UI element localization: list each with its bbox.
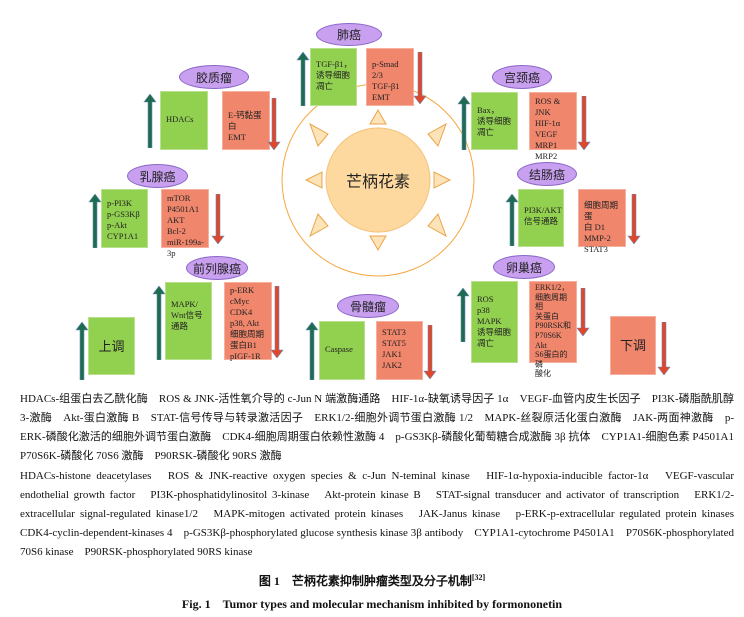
legend-downregulated: 下调 xyxy=(610,316,656,375)
breast-downregulated-box: mTOR P4501A1 AKT Bcl-2 miR-199a-3p xyxy=(161,189,209,258)
lung-downregulated-box: p-Smad 2/3 TGF-β1 EMT xyxy=(366,48,414,106)
colon-cancer-label: 结肠癌 xyxy=(517,162,577,186)
prostate-downregulated-box: p-ERK cMyc CDK4 p38, Akt 细胞周期 蛋白B1 pIGF-… xyxy=(224,282,272,361)
ovarian-upregulated-box: ROS p38 MAPK 诱导细胞 凋亡 xyxy=(471,281,518,363)
upregulation-arrow-icon xyxy=(88,194,102,248)
upregulation-arrow-icon xyxy=(296,52,310,106)
figure-title-en: Fig. 1 Tumor types and molecular mechani… xyxy=(181,597,563,611)
center-compound-label: 芒柄花素 xyxy=(345,172,410,191)
glioma-downregulated-box: E-钙黏蛋白 EMT xyxy=(222,91,270,150)
figure-reference: [32] xyxy=(471,573,486,582)
downregulation-arrow-icon xyxy=(577,96,591,150)
ovarian-downregulated-box: ERK1/2， 细胞周期相 关蛋白 P90RSK和 P70S6K Akt S6蛋… xyxy=(529,281,577,378)
figure-title-cn-text: 图 1 芒柄花素抑制肿瘤类型及分子机制 xyxy=(258,574,472,588)
colon-upregulated-box: PI3K/AKT 信号通路 xyxy=(518,189,564,247)
colon-downregulated-box: 细胞周期蛋 白 D1 MMP-2 STAT3 xyxy=(578,189,626,254)
upregulation-arrow-icon xyxy=(75,322,89,380)
ovarian-cancer-label: 卵巢癌 xyxy=(493,255,555,279)
downregulation-arrow-icon xyxy=(270,286,284,358)
upregulation-arrow-icon xyxy=(152,286,166,360)
caption-abbreviations-en: HDACs-histone deacetylases ROS & JNK-rea… xyxy=(20,470,744,558)
upregulation-arrow-icon xyxy=(456,288,470,342)
downregulation-arrow-icon xyxy=(413,52,427,104)
caption-abbreviations-cn: HDACs-组蛋白去乙酰化酶 ROS & JNK-活性氧介导的 c-Jun N … xyxy=(20,393,744,462)
cervical-upregulated-box: Bax， 诱导细胞 凋亡 xyxy=(471,92,518,150)
downregulation-arrow-icon xyxy=(423,325,437,379)
glioma-upregulated-box: HDACs xyxy=(160,91,208,150)
prostate-cancer-label: 前列腺癌 xyxy=(186,256,248,280)
prostate-upregulated-box: MAPK/ Wnt信号 通路 xyxy=(165,282,212,360)
myeloma-label: 骨髓瘤 xyxy=(337,294,399,318)
cervical-cancer-label: 宫颈癌 xyxy=(492,65,552,89)
myeloma-upregulated-box: Caspase xyxy=(319,321,365,380)
sun-graphic xyxy=(281,83,475,277)
sun-rays xyxy=(304,108,452,252)
downregulation-arrow-icon xyxy=(627,194,641,244)
breast-cancer-label: 乳腺癌 xyxy=(127,164,188,188)
downregulation-arrow-icon xyxy=(576,288,590,336)
lung-cancer-label: 肺癌 xyxy=(316,23,382,46)
figure-title-cn: 图 1 芒柄花素抑制肿瘤类型及分子机制[32] xyxy=(0,572,744,589)
upregulation-arrow-icon xyxy=(305,322,319,380)
lung-upregulated-box: TGF-β1， 诱导细胞 凋亡 xyxy=(310,48,357,106)
downregulation-arrow-icon xyxy=(267,98,281,150)
downregulation-arrow-icon xyxy=(657,322,671,375)
cervical-downregulated-box: ROS & JNK HIF-1α VEGF MRP1 MRP2 xyxy=(529,92,577,161)
myeloma-downregulated-box: STAT3 STAT5 JAK1 JAK2 xyxy=(376,321,423,380)
downregulation-arrow-icon xyxy=(211,194,225,244)
upregulation-arrow-icon xyxy=(143,94,157,148)
legend-upregulated: 上调 xyxy=(88,317,135,375)
upregulation-arrow-icon xyxy=(505,194,519,246)
glioma-label: 胶质瘤 xyxy=(179,65,249,89)
upregulation-arrow-icon xyxy=(457,96,471,150)
breast-upregulated-box: p-PI3K p-GS3Kβ p-Akt CYP1A1 xyxy=(101,189,148,248)
